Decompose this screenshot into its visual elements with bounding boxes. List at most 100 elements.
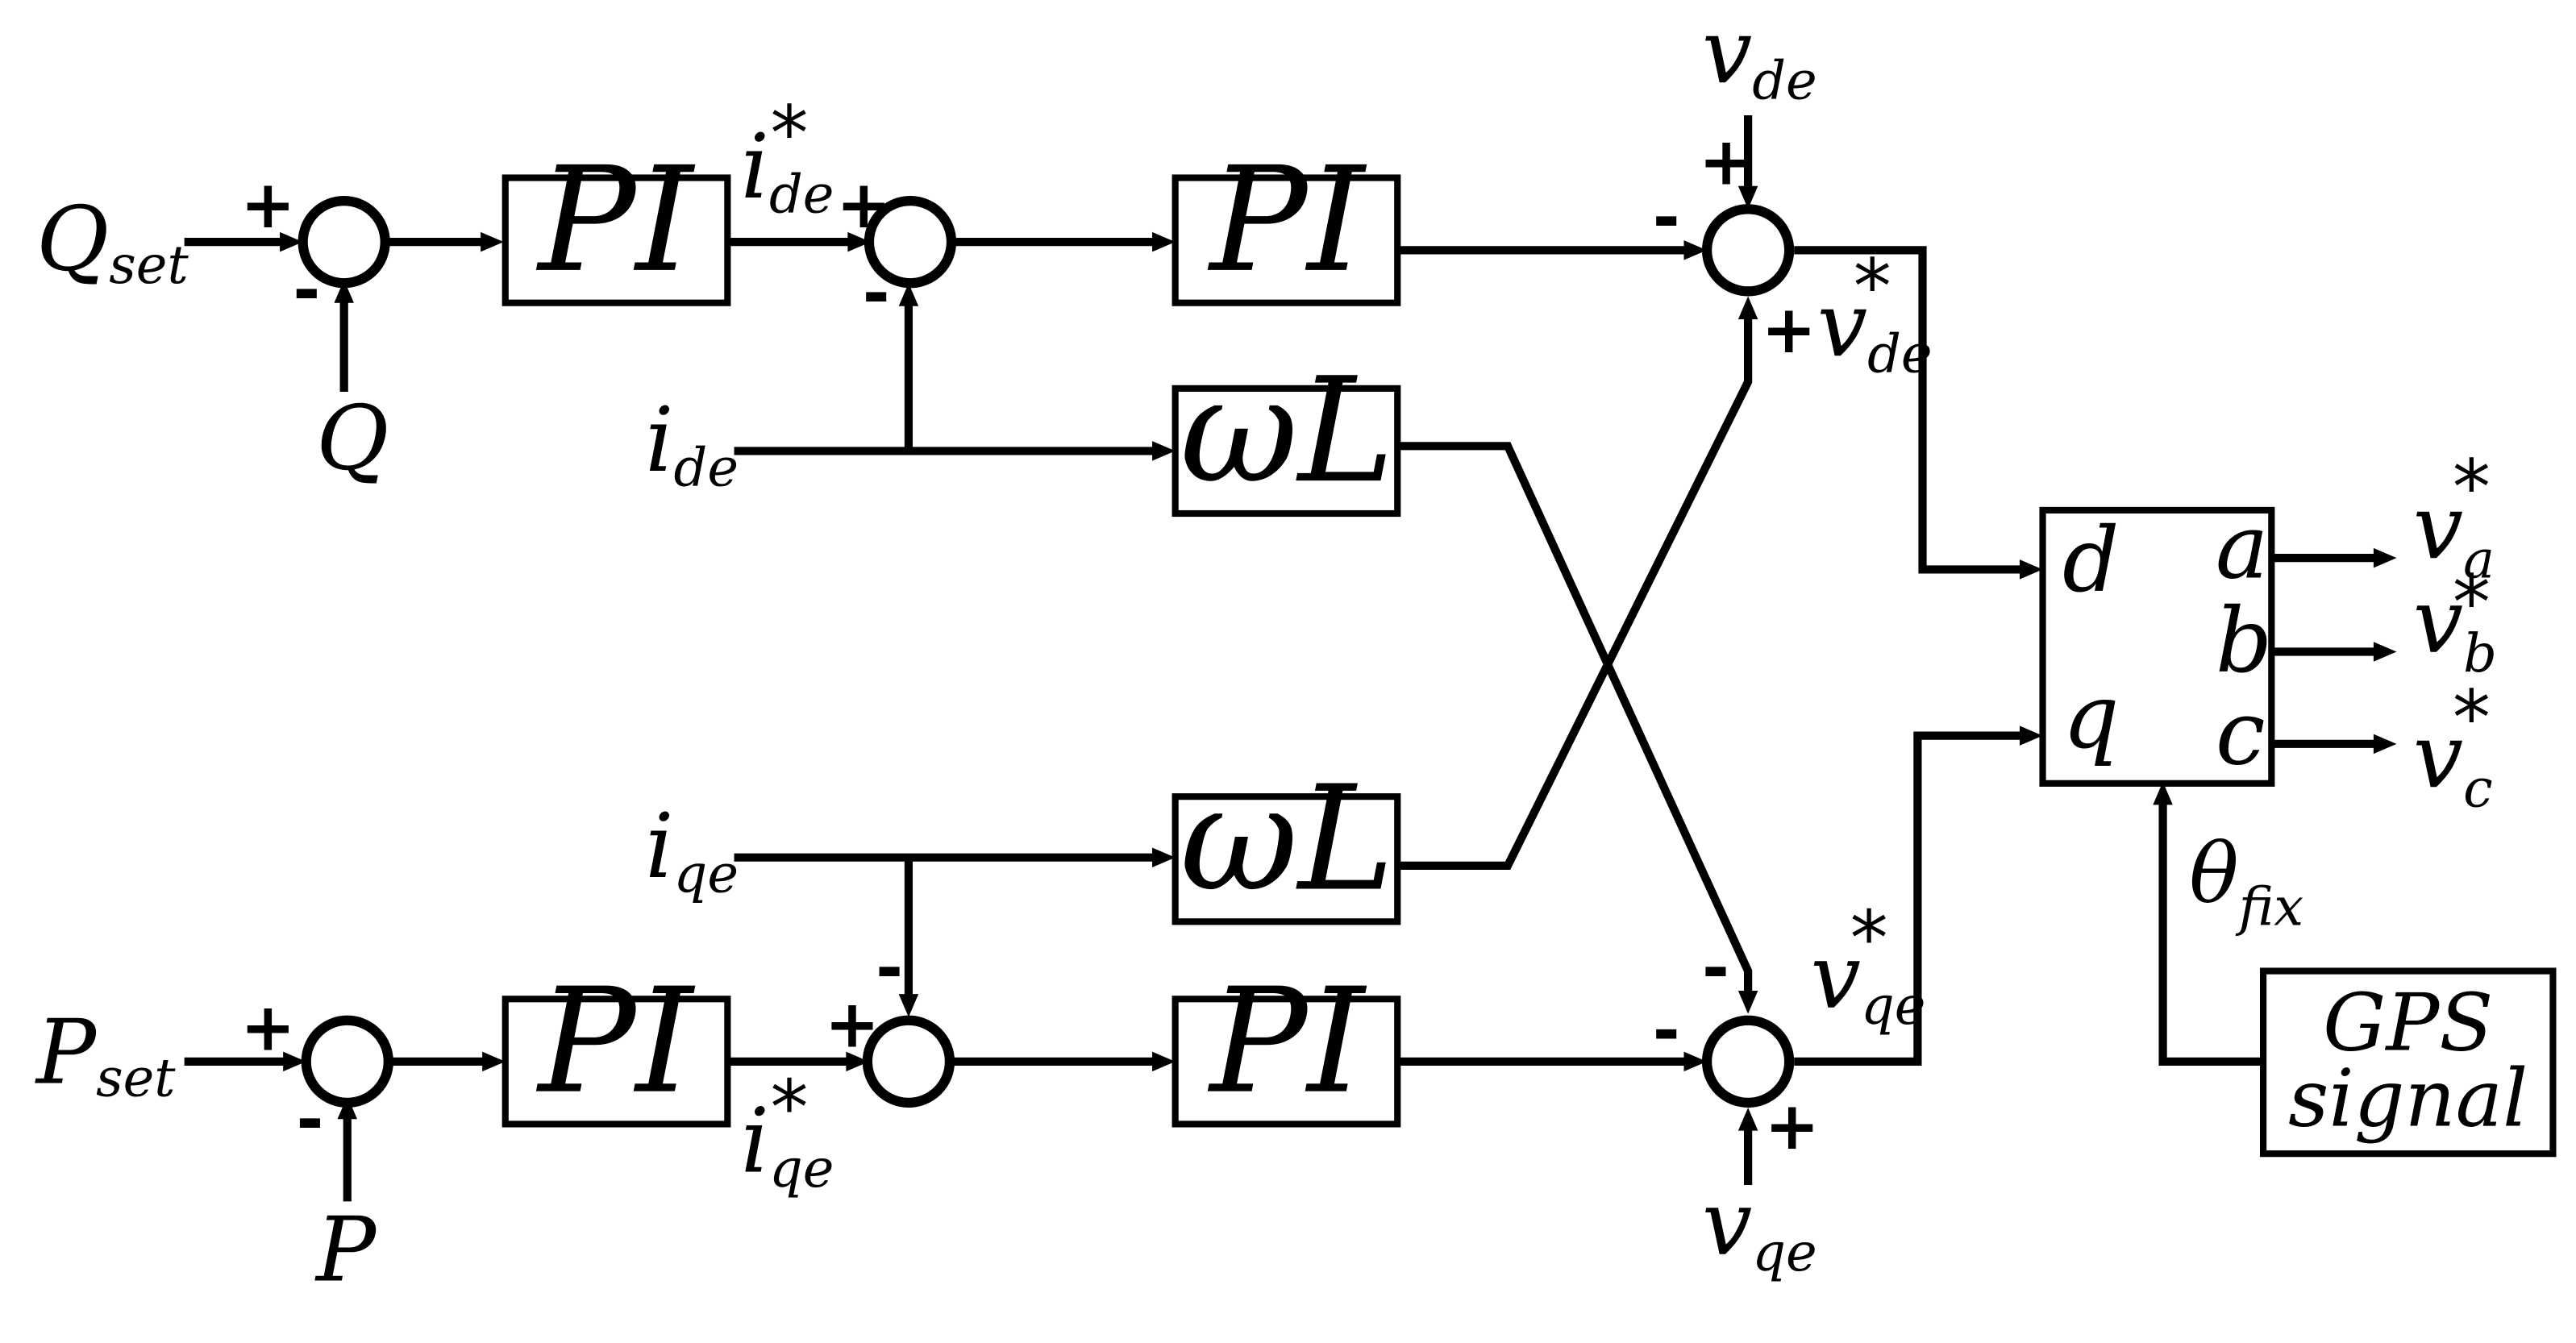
label-v-de: vde	[1702, 0, 1817, 111]
svg-text:vc: vc	[2413, 705, 2493, 819]
arrowhead	[283, 1051, 306, 1072]
arrowhead	[898, 283, 919, 306]
sign-minus: -	[293, 252, 320, 329]
sign-minus: -	[876, 930, 903, 1007]
port-b-label: b	[2216, 589, 2273, 692]
arrowhead	[2153, 781, 2173, 805]
arrowhead	[2373, 734, 2397, 755]
label-q: Q	[316, 387, 389, 490]
label-v-qe-ref: vqe *	[1811, 895, 1926, 1036]
label-theta-fix: θfix	[2189, 826, 2303, 938]
sign-minus: -	[863, 256, 890, 332]
label-v-c-ref: vc *	[2413, 675, 2493, 820]
label-v-b-ref: vb *	[2413, 559, 2497, 684]
arrowhead	[334, 280, 354, 303]
sign-markers: + - + - - + + + - + - - - +	[240, 124, 1820, 1165]
label-q-set: Qset	[36, 188, 189, 296]
arrowhead	[1152, 231, 1176, 252]
arrowhead	[1737, 1108, 1758, 1131]
port-d-label: d	[2062, 509, 2120, 612]
block-label: ωL	[1180, 347, 1395, 515]
svg-text:vqe: vqe	[1811, 925, 1926, 1036]
sign-minus: -	[296, 1082, 323, 1158]
sign-plus: +	[240, 990, 295, 1066]
sign-plus: +	[240, 167, 295, 243]
block-label: PI	[1208, 136, 1367, 305]
svg-text:vde: vde	[1817, 273, 1933, 385]
arrowhead	[1152, 847, 1176, 867]
arrowhead	[1152, 441, 1176, 461]
arrowhead	[2373, 642, 2397, 662]
sum-p-error	[301, 1015, 393, 1108]
svg-text:*: *	[770, 90, 808, 178]
port-a-label: a	[2216, 496, 2269, 599]
dq-to-abc-transform: d q a b c	[2039, 496, 2275, 787]
sum-vqe	[1701, 1015, 1795, 1108]
pi-controller-iqe: PI	[1171, 958, 1401, 1128]
omega-l-block-top: ωL	[1171, 347, 1401, 518]
svg-text:vb: vb	[2413, 570, 2497, 684]
pi-controller-p: PI	[501, 958, 731, 1128]
sign-plus: +	[1761, 292, 1816, 368]
label-p: P	[314, 1198, 377, 1301]
wire-wl2-to-sum3	[1397, 312, 1753, 871]
label-i-de-ref: ide *	[741, 90, 834, 225]
arrowhead	[847, 231, 871, 252]
arrowhead	[1683, 240, 1708, 260]
label-v-de-ref: vde *	[1817, 243, 1933, 385]
label-i-qe-ref: iqe *	[741, 1065, 834, 1200]
arrowhead	[846, 1051, 869, 1072]
arrowhead	[1737, 185, 1758, 210]
label-v-a-ref: va *	[2413, 444, 2495, 591]
wire-vde-ref-to-d	[1794, 246, 2030, 574]
block-label: PI	[536, 136, 696, 305]
arrowhead	[898, 994, 919, 1017]
sign-plus: +	[1699, 124, 1754, 201]
arrowhead	[280, 231, 303, 252]
sign-plus: +	[836, 167, 891, 243]
signal-wires	[184, 114, 2384, 1202]
label-v-qe: vqe	[1702, 1172, 1817, 1283]
label-p-set: Pset	[35, 1000, 176, 1108]
svg-text:*: *	[770, 1065, 808, 1153]
label-i-de: ide	[645, 389, 739, 498]
arrowhead	[1737, 296, 1758, 320]
sign-minus: -	[1653, 180, 1680, 256]
arrowhead	[1737, 991, 1758, 1014]
label-i-qe: iqe	[645, 795, 739, 904]
arrowhead	[1152, 1051, 1176, 1072]
block-label: PI	[1208, 958, 1367, 1126]
svg-text:iqe: iqe	[741, 1090, 834, 1200]
arrowhead	[1683, 1051, 1708, 1072]
wire-vqe-ref-to-q	[1794, 731, 2030, 1066]
sum-vde	[1701, 204, 1795, 297]
sum-ide-error	[864, 195, 957, 289]
svg-text:*: *	[2453, 559, 2491, 647]
arrowhead	[2019, 559, 2043, 580]
arrowhead	[482, 1051, 506, 1072]
gps-label: GPS	[2323, 978, 2493, 1070]
arrowhead	[2019, 726, 2043, 746]
svg-text:ide: ide	[741, 115, 834, 225]
wire-gps-to-transform	[2158, 796, 2264, 1066]
arrowheads	[280, 185, 2397, 1131]
sum-q-error	[298, 195, 390, 289]
svg-text:*: *	[1850, 895, 1888, 983]
sign-minus: -	[1702, 930, 1729, 1007]
sign-plus: +	[825, 986, 880, 1062]
svg-text:*: *	[2453, 444, 2491, 532]
sign-minus: -	[1653, 993, 1680, 1070]
svg-text:*: *	[1854, 243, 1891, 331]
port-c-label: c	[2216, 681, 2266, 784]
arrowhead	[481, 231, 504, 252]
wire-wl1-to-sum6	[1397, 442, 1753, 998]
arrowhead	[2373, 547, 2397, 568]
svg-text:va: va	[2413, 476, 2495, 590]
omega-l-block-bottom: ωL	[1171, 755, 1401, 925]
sign-plus: +	[1765, 1088, 1820, 1165]
signal-labels: Qset Q ide * ide vde vde * iqe Pset P iq…	[35, 0, 2497, 1301]
port-q-label: q	[2062, 665, 2120, 768]
pi-controller-ide: PI	[1171, 136, 1401, 306]
gps-signal-block: GPS signal	[2260, 967, 2557, 1158]
